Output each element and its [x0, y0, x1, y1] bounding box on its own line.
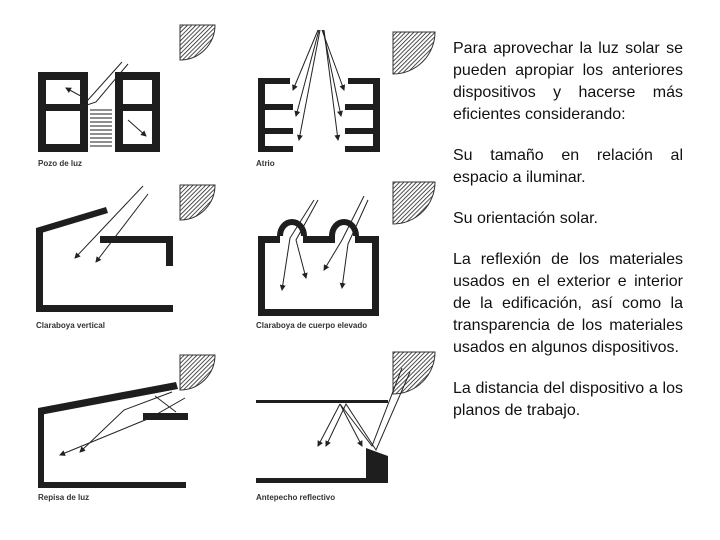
size-paragraph: Su tamaño en relación al espacio a ilumi… [453, 147, 683, 186]
sun-icon [179, 184, 216, 221]
sun-icon [392, 31, 436, 75]
caption-atrio: Atrio [256, 159, 275, 168]
panel-antepecho-reflectivo: Antepecho reflectivo [256, 351, 436, 502]
panel-atrio: Atrio [256, 29, 436, 168]
building-section [258, 78, 380, 152]
building-section [256, 400, 388, 483]
panel-pozo-de-luz: Pozo de luz [38, 24, 216, 168]
sun-icon [179, 354, 216, 391]
caption-claraboya-vertical: Claraboya vertical [36, 321, 105, 330]
caption-claraboya-elevado: Claraboya de cuerpo elevado [256, 321, 367, 330]
caption-pozo: Pozo de luz [38, 159, 82, 168]
daylight-devices-diagram: Pozo de luz Atrio [36, 24, 436, 502]
sun-icon [392, 181, 436, 225]
light-rays [59, 391, 186, 456]
orientation-paragraph: Su orientación solar. [453, 210, 598, 227]
light-rays [74, 185, 149, 263]
caption-repisa: Repisa de luz [38, 493, 89, 502]
text-panel: Para aprovechar la luz solar se pueden a… [453, 38, 683, 441]
caption-antepecho: Antepecho reflectivo [256, 493, 335, 502]
light-rays [317, 367, 411, 452]
reflection-paragraph: La reflexión de los materiales usados en… [453, 251, 683, 356]
building-section [38, 382, 188, 488]
distance-paragraph: La distancia del dispositivo a los plano… [453, 380, 683, 419]
window-hatching [90, 109, 112, 147]
panel-claraboya-elevado: Claraboya de cuerpo elevado [256, 181, 436, 330]
light-rays [279, 195, 369, 291]
building-section [258, 236, 379, 316]
light-rays [292, 29, 346, 141]
building-section [36, 207, 173, 312]
intro-paragraph: Para aprovechar la luz solar se pueden a… [453, 40, 683, 123]
light-rays [65, 61, 147, 137]
raised-skylights [277, 219, 359, 237]
sun-icon [392, 351, 436, 395]
panel-claraboya-vertical: Claraboya vertical [36, 184, 216, 330]
panel-repisa-de-luz: Repisa de luz [38, 354, 216, 502]
sun-icon [179, 24, 216, 61]
building-section [38, 72, 160, 152]
